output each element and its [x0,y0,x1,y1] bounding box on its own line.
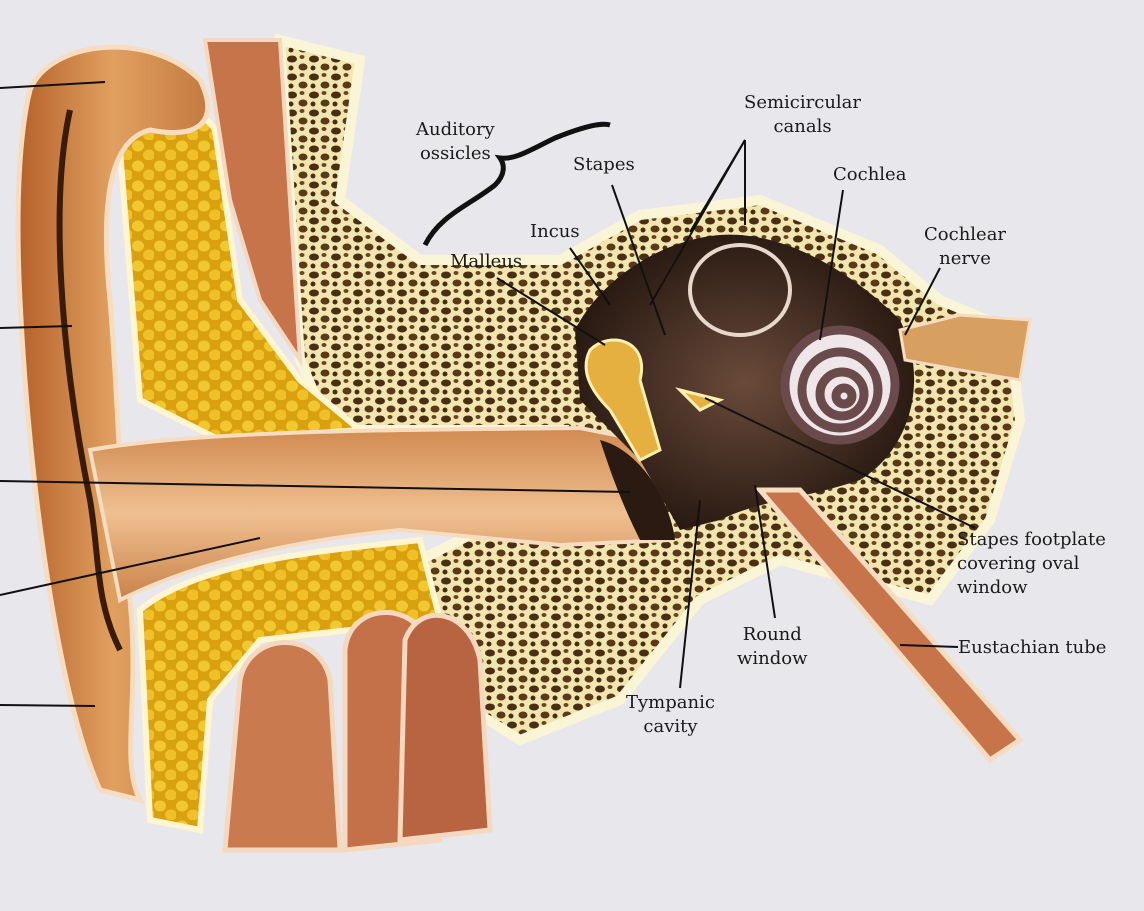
label-line: Semicircular [744,92,862,113]
ossicles-brace [422,121,611,247]
muscle-1 [222,640,343,853]
label-line: covering oval [957,553,1080,574]
label-line: window [737,648,808,669]
label-line: Tympanic [626,692,715,713]
muscle-top [202,38,303,368]
label-line: Auditory [416,119,495,140]
semicircular-canal-shape [688,243,792,337]
fat-lower [136,536,444,834]
pinna-fold [56,109,123,652]
label-round-window: Round window [737,623,808,671]
label-line: nerve [939,248,991,269]
label-malleus: Malleus [450,251,523,272]
muscle-3 [397,612,493,843]
cochlea-spiral [780,325,900,445]
label-tympanic-cavity: Tympanic cavity [626,691,715,739]
label-semicircular-canals: Semicircular canals [744,91,861,139]
label-stapes-footplate: Stapes footplate covering oval window [957,528,1106,600]
label-line: canals [773,116,832,137]
label-stapes: Stapes [573,154,635,175]
label-cochlear-nerve: Cochlear nerve [924,223,1006,271]
label-line: window [957,577,1028,598]
eardrum [600,440,675,540]
leader-lines [0,81,976,707]
label-line: Cochlear [924,224,1007,245]
ossicles-shape [584,338,725,462]
label-line: Round [742,624,802,645]
label-line: ossicles [419,143,491,164]
label-cochlea: Cochlea [833,164,907,185]
label-eustachian-tube: Eustachian tube [958,637,1107,658]
cochlear-nerve-shape [898,313,1032,382]
label-line: cavity [643,716,698,737]
label-incus: Incus [530,221,580,242]
inner-ear-mass [575,234,915,531]
label-auditory-ossicles: Auditory ossicles [416,118,495,166]
eustachian-tube-shape [754,487,1024,764]
label-line: Stapes footplate [957,529,1106,550]
ear-canal [87,425,673,603]
